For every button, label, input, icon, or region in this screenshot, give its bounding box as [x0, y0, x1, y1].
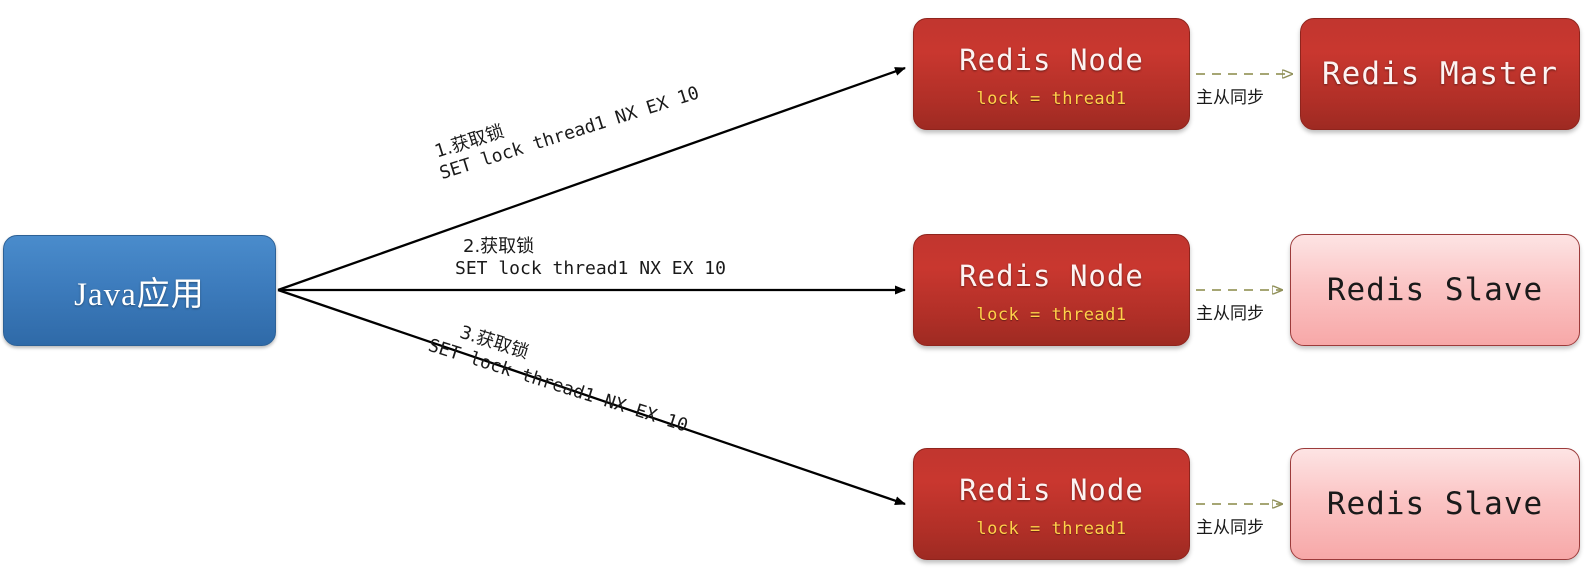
request-label-1: 1.获取锁 SET lock thread1 NX EX 10 [430, 62, 702, 185]
redis-node-2[interactable]: Redis Node lock = thread1 [913, 234, 1190, 346]
redis-slave-1-title: Redis Slave [1326, 272, 1544, 308]
redis-master-title: Redis Master [1322, 56, 1558, 92]
redis-node-3-lock-value: lock = thread1 [976, 518, 1127, 539]
request-label-2: 2.获取锁 SET lock thread1 NX EX 10 [455, 236, 726, 280]
redis-node-1-lock-value: lock = thread1 [976, 88, 1127, 109]
redis-slave-node-2[interactable]: Redis Slave [1290, 448, 1580, 560]
request-label-2-line2: SET lock thread1 NX EX 10 [455, 257, 726, 279]
sync-label-2: 主从同步 [1196, 304, 1264, 324]
redis-master-node[interactable]: Redis Master [1300, 18, 1580, 130]
redis-node-1-title: Redis Node [959, 42, 1144, 77]
request-label-3: 3.获取锁 SET lock thread1 NX EX 10 [425, 314, 697, 437]
sync-label-1: 主从同步 [1196, 88, 1264, 108]
redis-node-2-title: Redis Node [959, 258, 1144, 293]
redis-slave-2-title: Redis Slave [1326, 486, 1544, 522]
redis-slave-node-1[interactable]: Redis Slave [1290, 234, 1580, 346]
redis-node-1[interactable]: Redis Node lock = thread1 [913, 18, 1190, 130]
redis-node-2-lock-value: lock = thread1 [976, 304, 1127, 325]
request-label-2-line1: 2.获取锁 [463, 236, 535, 257]
java-application-node[interactable]: Java应用 [3, 235, 276, 346]
java-application-label: Java应用 [74, 276, 205, 313]
redis-node-3-title: Redis Node [959, 472, 1144, 507]
sync-label-3: 主从同步 [1196, 518, 1264, 538]
redis-node-3[interactable]: Redis Node lock = thread1 [913, 448, 1190, 560]
